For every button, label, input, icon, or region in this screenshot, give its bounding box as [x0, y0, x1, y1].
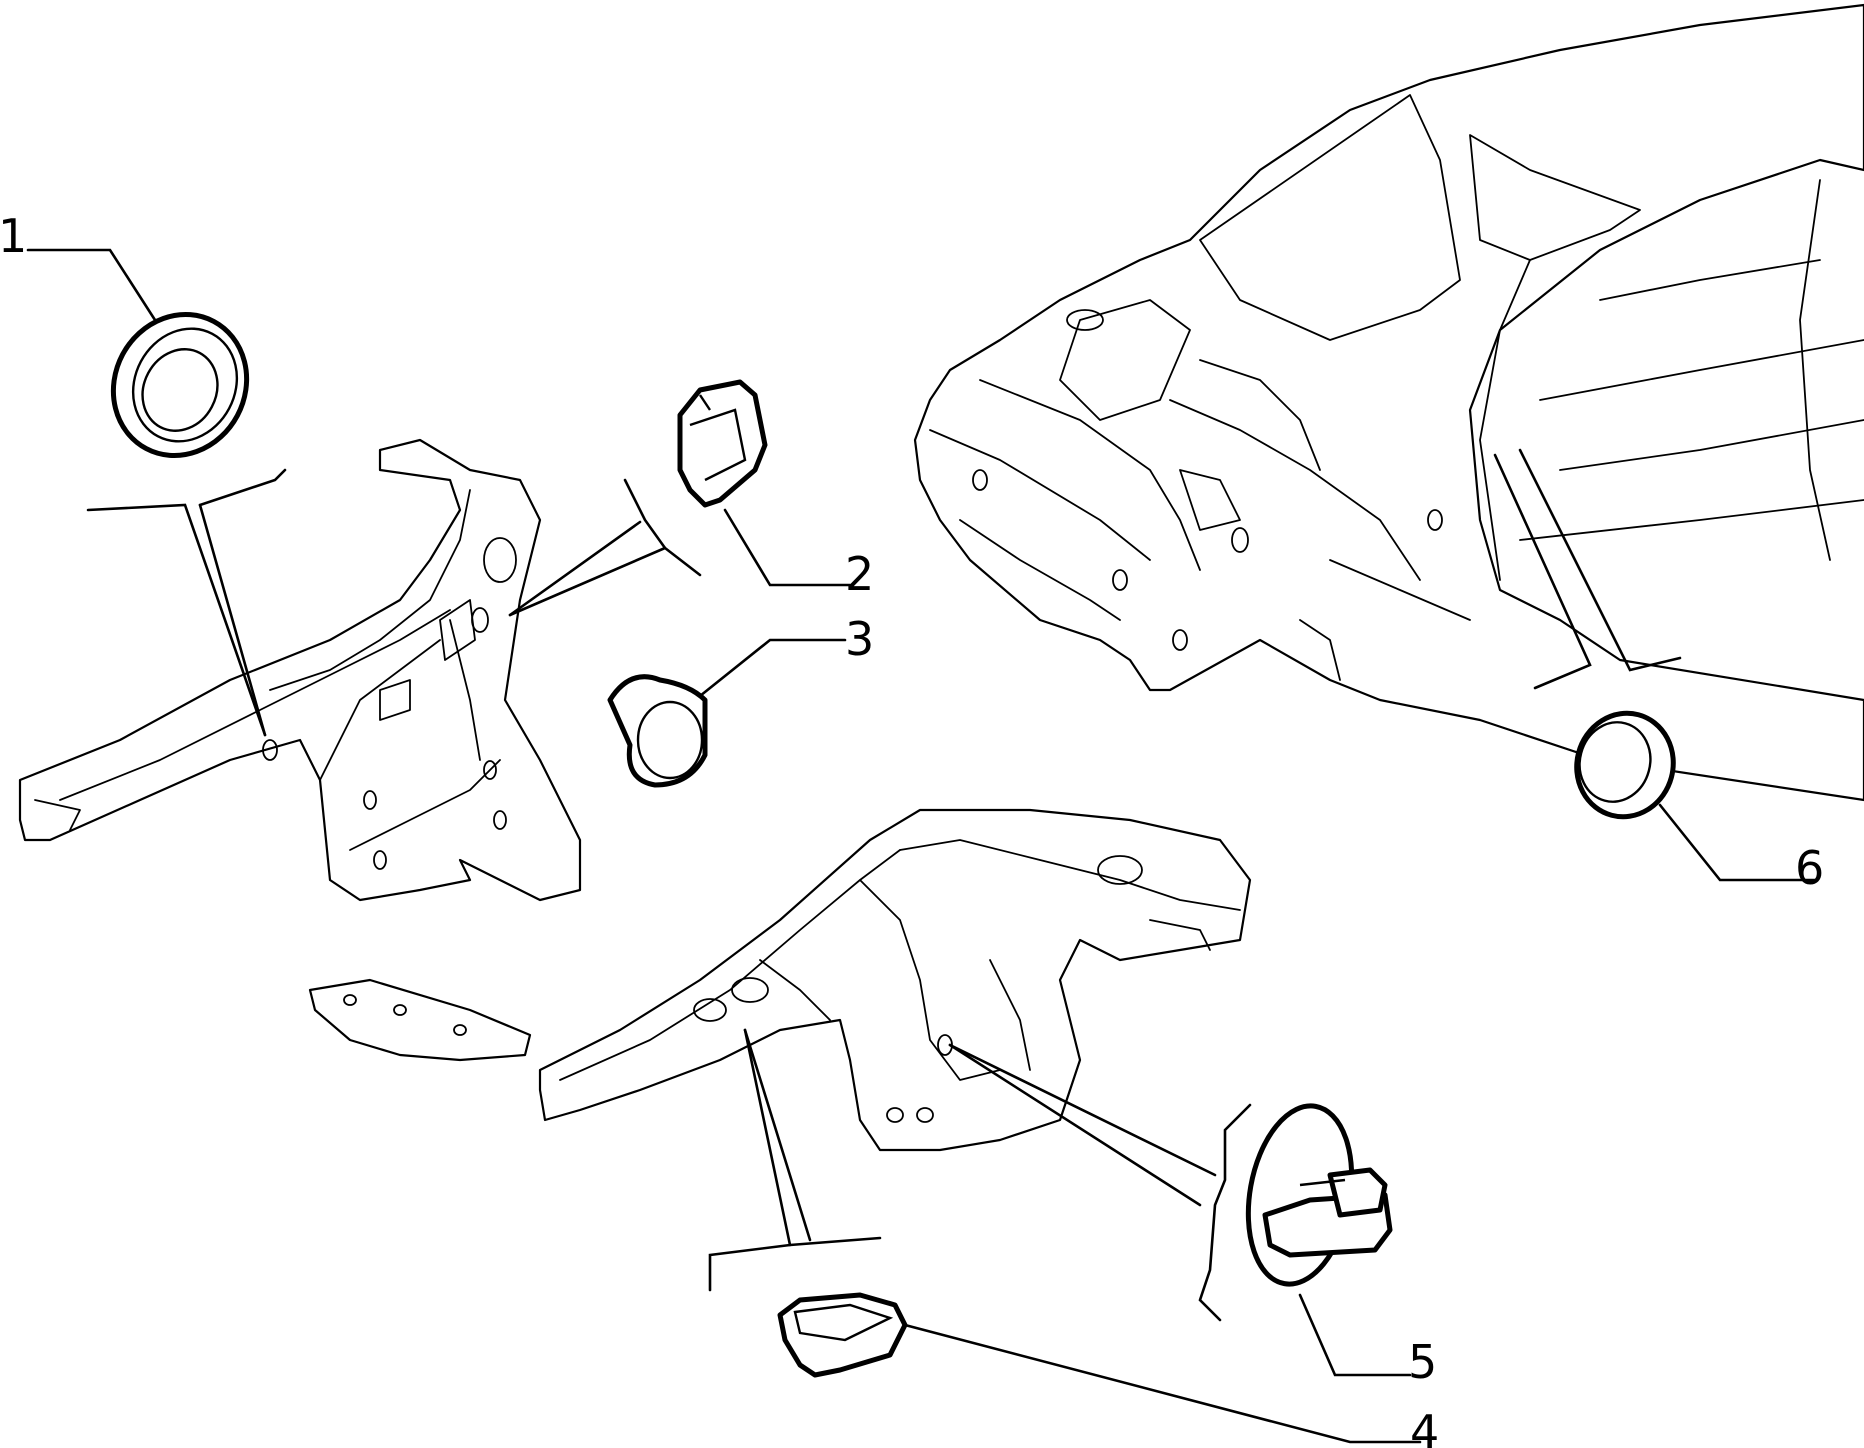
callout-2: 2 [845, 547, 874, 601]
front-left-chassis-member [18, 438, 582, 902]
part-5-clip-fastener [1245, 1103, 1393, 1287]
car-body-shell [913, 3, 1864, 802]
front-right-chassis-member [308, 808, 1252, 1152]
part-2-square-plug [677, 379, 768, 508]
part-4-square-plug [777, 1292, 908, 1378]
callout-1: 1 [0, 209, 27, 263]
callout-3: 3 [845, 612, 874, 666]
callout-6: 6 [1795, 841, 1824, 895]
callout-5: 5 [1408, 1335, 1437, 1389]
part-1-round-grommet [110, 311, 250, 459]
callout-labels: 1 2 3 4 5 6 [0, 209, 1824, 1448]
part-6-round-grommet [1574, 710, 1676, 820]
leader-lines [26, 248, 1817, 1444]
callout-4: 4 [1410, 1405, 1439, 1448]
part-3-round-plug [607, 674, 708, 788]
